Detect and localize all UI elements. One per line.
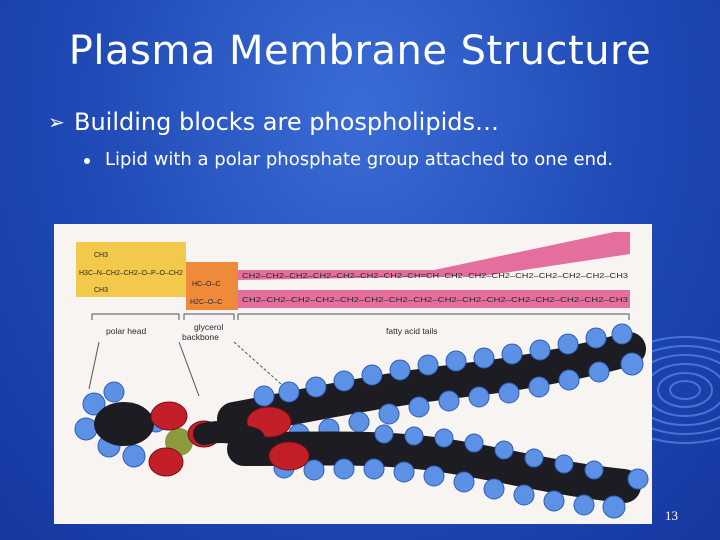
- tail-formula-upper: CH2–CH2–CH2–CH2–CH2–CH2–CH2–CH=CH–CH2–CH…: [242, 273, 628, 280]
- glycerol-box: [186, 262, 238, 310]
- label-brackets: [88, 313, 630, 410]
- bullet-level-2: Lipid with a polar phosphate group attac…: [84, 147, 684, 173]
- bullet-level-2-text: Lipid with a polar phosphate group attac…: [105, 149, 614, 170]
- head-formula-line3: CH3: [94, 287, 108, 294]
- bullet-level-1-text: Building blocks are phospholipids…: [74, 108, 499, 136]
- label-polar-head: polar head: [106, 326, 146, 336]
- bullet-level-1: ➢ Building blocks are phospholipids…: [48, 108, 499, 136]
- space-filling-model: [74, 323, 649, 519]
- label-glycerol: glycerol: [194, 322, 223, 332]
- head-formula-line1: CH3: [94, 252, 108, 259]
- phospholipid-diagram: CH3 H3C–N–CH2–CH2–O–P–O–CH2 CH3 HC–O–C H…: [74, 232, 649, 519]
- arrow-bullet-icon: ➢: [48, 110, 65, 134]
- tail-band-lower: [238, 290, 630, 308]
- tail-band-upper: [238, 232, 630, 280]
- dot-bullet-icon: [84, 158, 90, 164]
- glycerol-formula-line2: H2C–O–C: [190, 299, 222, 306]
- tail-formula-lower: CH2–CH2–CH2–CH2–CH2–CH2–CH2–CH2–CH2–CH2–…: [242, 297, 628, 304]
- glycerol-formula-line1: HC–O–C: [192, 281, 220, 288]
- label-fatty-acid-tails: fatty acid tails: [386, 326, 438, 336]
- label-backbone: backbone: [182, 332, 219, 342]
- slide-title: Plasma Membrane Structure: [68, 28, 652, 74]
- page-number: 13: [665, 508, 678, 523]
- phospholipid-figure: CH3 H3C–N–CH2–CH2–O–P–O–CH2 CH3 HC–O–C H…: [54, 224, 652, 524]
- polar-head-box: [76, 242, 186, 297]
- head-formula-line2: H3C–N–CH2–CH2–O–P–O–CH2: [79, 270, 183, 277]
